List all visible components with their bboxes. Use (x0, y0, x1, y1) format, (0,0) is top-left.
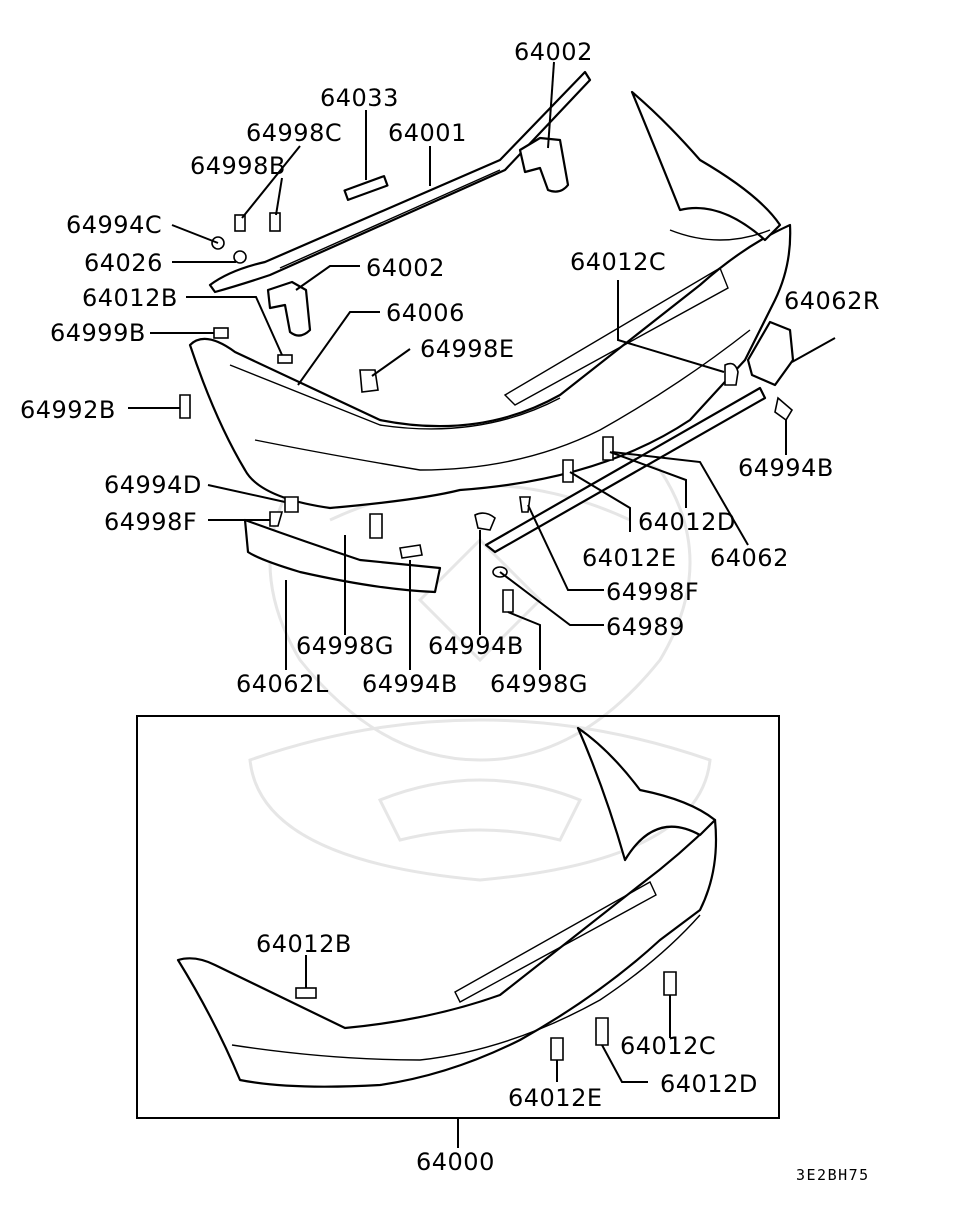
callout-labels: 64002 64033 64998C 64001 64998B 64994C 6… (20, 38, 880, 1176)
lower-spoiler-left (243, 518, 442, 594)
callout-64994B-right: 64994B (738, 454, 834, 482)
callout-64062: 64062 (710, 544, 789, 572)
callout-64998G-right: 64998G (490, 670, 588, 698)
callout-64998B: 64998B (190, 152, 286, 180)
reflector-strip (343, 175, 389, 201)
callout-64999B: 64999B (50, 319, 146, 347)
callout-64012C-top: 64012C (570, 248, 666, 276)
callout-64000: 64000 (416, 1148, 495, 1176)
callout-64998F-right: 64998F (606, 578, 699, 606)
callout-64994D: 64994D (104, 471, 202, 499)
callout-64998C: 64998C (246, 119, 342, 147)
callout-64994C: 64994C (66, 211, 162, 239)
callout-64001: 64001 (388, 119, 467, 147)
bumper-cover-upper (188, 90, 792, 510)
callout-64989: 64989 (606, 613, 685, 641)
callout-64012B-top: 64012B (82, 284, 178, 312)
callout-64026: 64026 (84, 249, 163, 277)
callout-64012D-box: 64012D (660, 1070, 758, 1098)
bumper-cover-assembly (176, 726, 718, 1088)
callout-64998E: 64998E (420, 335, 515, 363)
callout-64012D-top: 64012D (638, 508, 736, 536)
callout-64002-top: 64002 (514, 38, 593, 66)
callout-64062R: 64062R (784, 287, 880, 315)
callout-64994B-mid: 64994B (428, 632, 524, 660)
upper-retainer-rail (208, 70, 592, 294)
callout-64062L: 64062L (236, 670, 329, 698)
bracket-left (266, 280, 312, 337)
callout-64998F-left: 64998F (104, 508, 197, 536)
lower-spoiler-center (484, 386, 767, 554)
diagram-code: 3E2BH75 (796, 1166, 870, 1184)
callout-64012C-box: 64012C (620, 1032, 716, 1060)
callout-64012B-box: 64012B (256, 930, 352, 958)
callout-64994B-low: 64994B (362, 670, 458, 698)
callout-64012E-top: 64012E (582, 544, 677, 572)
callout-64006: 64006 (386, 299, 465, 327)
callout-64012E-box: 64012E (508, 1084, 603, 1112)
callout-64002-mid: 64002 (366, 254, 445, 282)
fasteners-upper (179, 212, 794, 613)
callout-64033: 64033 (320, 84, 399, 112)
callout-64992B: 64992B (20, 396, 116, 424)
lower-spoiler-right (746, 320, 795, 387)
callout-64998G-left: 64998G (296, 632, 394, 660)
bracket-right (518, 136, 570, 193)
leader-lines (128, 61, 836, 1148)
